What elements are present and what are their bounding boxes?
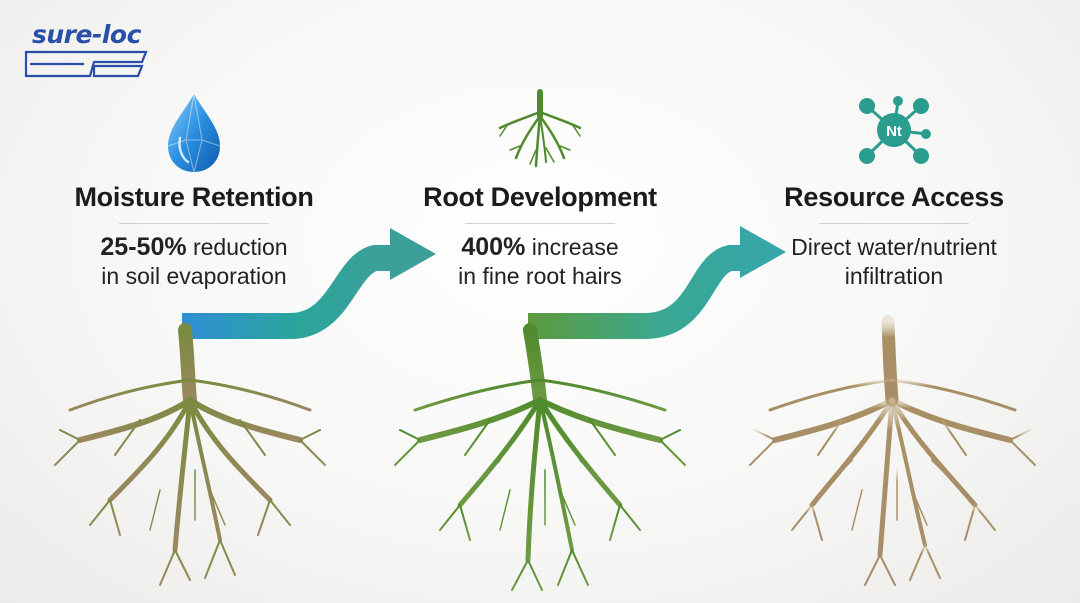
flow-arrow-2 — [528, 245, 742, 339]
description-line-2: in fine root hairs — [458, 263, 622, 289]
column-description: 400% increase in fine root hairs — [390, 233, 690, 291]
column-description: Direct water/nutrient infiltration — [744, 233, 1044, 291]
description-line-1: reduction — [186, 234, 288, 260]
column-title: Resource Access — [784, 182, 1004, 212]
description-line-1: Direct water/nutrient — [791, 234, 997, 260]
column-title: Moisture Retention — [74, 182, 314, 212]
description-line-1: increase — [525, 234, 619, 260]
nutrient-molecule-icon: Nt — [859, 96, 931, 164]
description-line-2: in soil evaporation — [101, 263, 287, 289]
description-line-2: infiltration — [844, 263, 944, 289]
root-icon — [498, 89, 582, 168]
column-description: 25-50% reduction in soil evaporation — [44, 233, 344, 291]
logo-mark-icon — [24, 50, 148, 78]
divider — [119, 223, 269, 224]
divider — [465, 223, 615, 224]
divider — [819, 223, 969, 224]
column-title: Root Development — [423, 182, 657, 212]
flow-arrow-2-head — [740, 226, 786, 278]
flow-arrow-1-head — [390, 228, 436, 280]
highlight-value: 25-50% — [100, 233, 187, 261]
root-system-3 — [749, 315, 1036, 586]
molecule-label: Nt — [886, 123, 902, 140]
root-system-2 — [394, 323, 686, 591]
logo-text: sure-loc — [32, 20, 141, 49]
highlight-value: 400% — [461, 233, 526, 261]
root-system-1 — [54, 323, 326, 586]
sure-loc-logo: sure-loc — [24, 18, 154, 82]
water-drop-icon — [167, 93, 221, 173]
flow-arrow-1 — [182, 245, 392, 339]
